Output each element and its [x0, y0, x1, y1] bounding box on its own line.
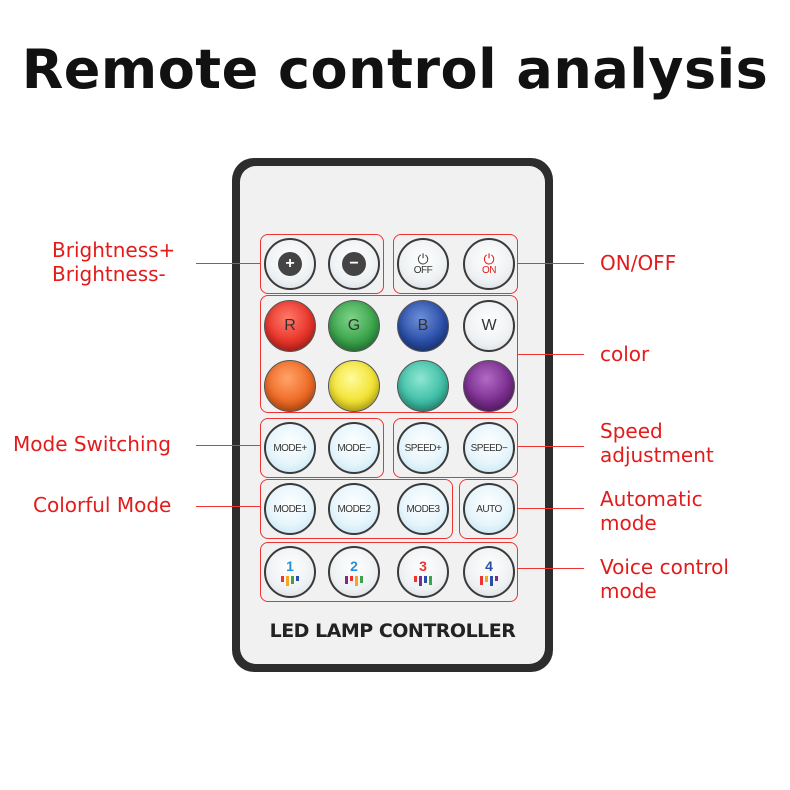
power-icon: ⏻: [483, 250, 495, 267]
off-label: OFF: [413, 264, 433, 276]
colorful-mode-annotation: Colorful Mode: [33, 493, 172, 517]
mode3-label: MODE3: [406, 503, 440, 515]
voice-annotation-line2: mode: [600, 579, 657, 603]
cyan-button[interactable]: [397, 360, 449, 412]
speed-group-outline: [393, 418, 518, 478]
mode-switching-annotation: Mode Switching: [13, 432, 171, 456]
voice4-label: 4: [485, 557, 493, 574]
yellow-button[interactable]: [328, 360, 380, 412]
mode-plus-button[interactable]: MODE+: [264, 422, 316, 474]
colorful-mode-group-outline: [260, 479, 453, 539]
speed-plus-label: SPEED+: [404, 442, 442, 454]
orange-button[interactable]: [264, 360, 316, 412]
voice-annotation-line1: Voice control: [600, 555, 729, 579]
brightness-plus-button[interactable]: +: [264, 238, 316, 290]
mode-switching-leader-line: [196, 445, 260, 446]
mode3-button[interactable]: MODE3: [397, 483, 449, 535]
red-button[interactable]: R: [264, 300, 316, 352]
automatic-leader-line: [518, 508, 584, 509]
mode-minus-label: MODE−: [337, 442, 371, 454]
voice1-button[interactable]: 1: [264, 546, 316, 598]
speed-annotation-line2: adjustment: [600, 443, 714, 467]
white-button[interactable]: W: [463, 300, 515, 352]
voice4-button[interactable]: 4: [463, 546, 515, 598]
voice1-label: 1: [286, 557, 294, 574]
mode-plus-label: MODE+: [273, 442, 307, 454]
automatic-annotation-line2: mode: [600, 511, 657, 535]
equalizer-icon: [281, 575, 299, 586]
power-group-outline: [393, 234, 518, 294]
page-title: Remote control analysis: [21, 38, 769, 101]
on-label: ON: [482, 264, 497, 276]
speed-minus-button[interactable]: SPEED−: [463, 422, 515, 474]
purple-button[interactable]: [463, 360, 515, 412]
green-button[interactable]: G: [328, 300, 380, 352]
equalizer-icon: [414, 575, 432, 586]
color-group-outline: [260, 295, 518, 413]
green-label: G: [347, 317, 361, 334]
blue-label: B: [417, 317, 429, 334]
speed-annotation: Speed adjustment: [600, 419, 714, 467]
on-button[interactable]: ⏻ ON: [463, 238, 515, 290]
mode1-button[interactable]: MODE1: [264, 483, 316, 535]
voice-group-outline: [260, 542, 518, 602]
auto-label: AUTO: [476, 503, 502, 515]
red-label: R: [284, 317, 296, 334]
brightness-leader-line: [196, 263, 260, 264]
voice2-button[interactable]: 2: [328, 546, 380, 598]
brightness-plus-annotation: Brightness+: [52, 238, 176, 262]
mode1-label: MODE1: [273, 503, 307, 515]
speed-minus-label: SPEED−: [470, 442, 508, 454]
color-leader-line: [518, 354, 584, 355]
off-button[interactable]: ⏻ OFF: [397, 238, 449, 290]
speed-plus-button[interactable]: SPEED+: [397, 422, 449, 474]
speed-annotation-line1: Speed: [600, 419, 663, 443]
auto-group-outline: [459, 479, 518, 539]
equalizer-icon: [345, 575, 363, 586]
white-label: W: [481, 317, 497, 334]
on-off-annotation: ON/OFF: [600, 251, 677, 275]
brightness-group-outline: [260, 234, 384, 294]
automatic-annotation: Automatic mode: [600, 487, 703, 535]
on-off-leader-line: [518, 263, 584, 264]
automatic-annotation-line1: Automatic: [600, 487, 703, 511]
equalizer-icon: [480, 575, 498, 586]
mode2-label: MODE2: [337, 503, 371, 515]
voice-annotation: Voice control mode: [600, 555, 729, 603]
mode-minus-button[interactable]: MODE−: [328, 422, 380, 474]
voice3-button[interactable]: 3: [397, 546, 449, 598]
mode-switch-group-outline: [260, 418, 384, 478]
auto-button[interactable]: AUTO: [463, 483, 515, 535]
colorful-mode-leader-line: [196, 506, 260, 507]
color-annotation: color: [600, 342, 650, 366]
brightness-minus-annotation: Brightness-: [52, 262, 166, 286]
brightness-annotation: Brightness+ Brightness-: [52, 238, 175, 286]
brightness-minus-button[interactable]: −: [328, 238, 380, 290]
voice2-label: 2: [350, 557, 358, 574]
mode2-button[interactable]: MODE2: [328, 483, 380, 535]
voice3-label: 3: [419, 557, 427, 574]
blue-button[interactable]: B: [397, 300, 449, 352]
sun-plus-icon: +: [278, 252, 302, 276]
sun-minus-icon: −: [342, 252, 366, 276]
remote-footer-label: LED LAMP CONTROLLER: [269, 620, 516, 642]
speed-leader-line: [518, 446, 584, 447]
voice-leader-line: [518, 568, 584, 569]
power-icon: ⏻: [417, 250, 429, 267]
